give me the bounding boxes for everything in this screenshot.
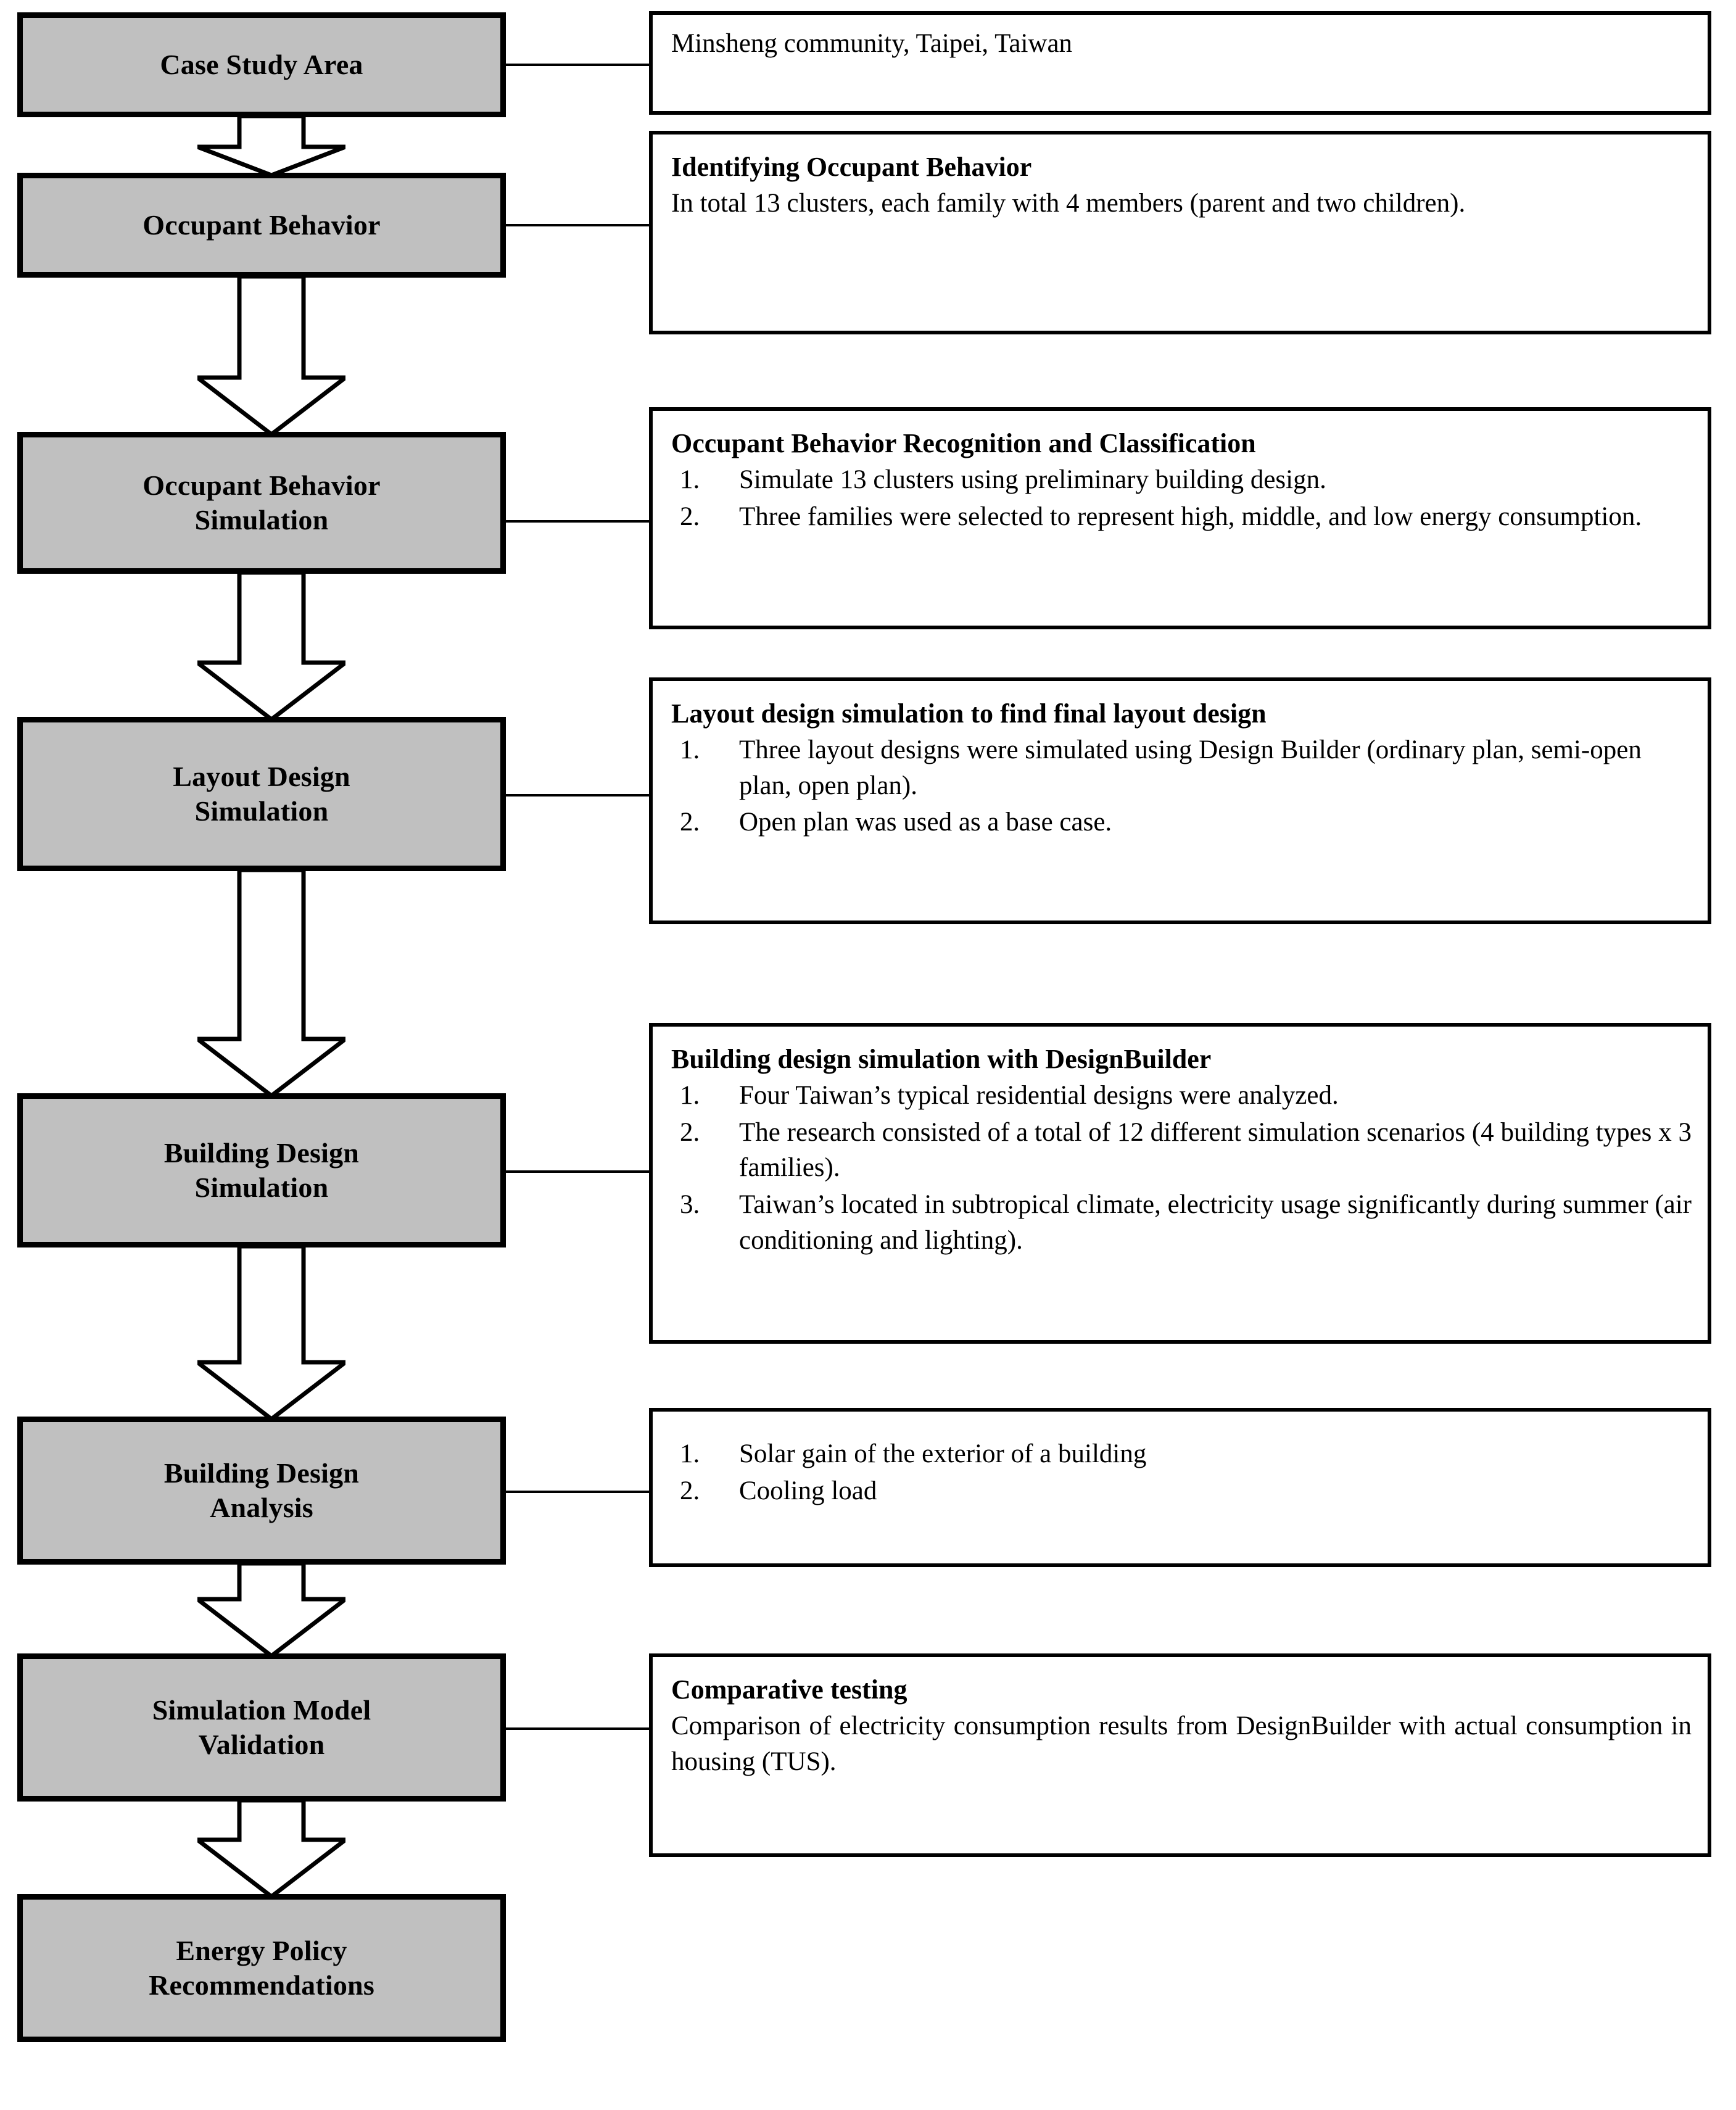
list-item-text: Cooling load: [739, 1476, 877, 1505]
flow-arrow-5: [197, 1246, 345, 1419]
list-item-text: Solar gain of the exterior of a building: [739, 1439, 1147, 1468]
connector-line-3: [506, 520, 653, 523]
flow-arrow-6: [197, 1563, 345, 1656]
detail-title-simulation-model-validation: Comparative testing: [671, 1674, 907, 1705]
detail-list-layout-design-simulation: 1. Three layout designs were simulated u…: [671, 732, 1692, 840]
flow-arrow-3: [197, 573, 345, 719]
list-item-number: 1.: [680, 465, 700, 495]
list-item: 2. Three families were selected to repre…: [671, 499, 1692, 535]
detail-box-layout-design-simulation[interactable]: Layout design simulation to find final l…: [649, 677, 1711, 924]
connector-line-1: [506, 64, 653, 66]
detail-box-case-study-area[interactable]: Minsheng community, Taipei, Taiwan: [649, 11, 1711, 115]
detail-box-simulation-model-validation[interactable]: Comparative testing Comparison of electr…: [649, 1653, 1711, 1857]
list-item-text: The research consisted of a total of 12 …: [739, 1117, 1692, 1183]
detail-title-layout-design-simulation: Layout design simulation to find final l…: [671, 698, 1267, 729]
detail-text-occupant-behavior: In total 13 clusters, each family with 4…: [671, 189, 1466, 218]
process-label-occupant-behavior: Occupant Behavior: [143, 209, 381, 241]
list-item: 2. Open plan was used as a base case.: [671, 805, 1692, 840]
connector-line-5: [506, 1170, 653, 1173]
list-item: 1. Solar gain of the exterior of a build…: [671, 1436, 1692, 1472]
list-item-text: Simulate 13 clusters using preliminary b…: [739, 465, 1326, 495]
list-item-number: 3.: [680, 1190, 700, 1220]
list-item: 2. Cooling load: [671, 1473, 1692, 1509]
list-item-number: 1.: [680, 735, 700, 765]
detail-box-building-design-analysis[interactable]: 1. Solar gain of the exterior of a build…: [649, 1408, 1711, 1567]
list-item-number: 2.: [680, 1476, 700, 1505]
detail-title-occupant-behavior-simulation: Occupant Behavior Recognition and Classi…: [671, 428, 1256, 458]
list-item-number: 1.: [680, 1439, 700, 1468]
connector-line-4: [506, 794, 653, 796]
detail-title-building-design-simulation: Building design simulation with DesignBu…: [671, 1044, 1212, 1074]
detail-box-occupant-behavior-simulation[interactable]: Occupant Behavior Recognition and Classi…: [649, 407, 1711, 629]
list-item-text: Three layout designs were simulated usin…: [739, 735, 1642, 800]
process-box-occupant-behavior[interactable]: Occupant Behavior: [17, 173, 506, 278]
list-item-text: Four Taiwan’s typical residential design…: [739, 1081, 1339, 1111]
detail-box-building-design-simulation[interactable]: Building design simulation with DesignBu…: [649, 1023, 1711, 1344]
list-item-number: 2.: [680, 502, 700, 531]
flow-arrow-4: [197, 870, 345, 1096]
detail-text-case-study-area: Minsheng community, Taipei, Taiwan: [671, 29, 1073, 58]
detail-box-occupant-behavior[interactable]: Identifying Occupant Behavior In total 1…: [649, 131, 1711, 334]
list-item-number: 2.: [680, 808, 700, 837]
list-item-number: 2.: [680, 1117, 700, 1147]
detail-list-occupant-behavior-simulation: 1. Simulate 13 clusters using preliminar…: [671, 462, 1692, 534]
flow-arrow-7: [197, 1800, 345, 1897]
list-item: 2. The research consisted of a total of …: [671, 1115, 1692, 1186]
flow-arrow-2: [197, 276, 345, 434]
list-item: 1. Three layout designs were simulated u…: [671, 732, 1692, 803]
detail-list-building-design-simulation: 1. Four Taiwan’s typical residential des…: [671, 1078, 1692, 1258]
process-label-case-study-area: Case Study Area: [160, 48, 363, 80]
connector-line-7: [506, 1727, 653, 1730]
list-item-text: Open plan was used as a base case.: [739, 808, 1112, 837]
list-item: 1. Four Taiwan’s typical residential des…: [671, 1078, 1692, 1114]
detail-list-building-design-analysis: 1. Solar gain of the exterior of a build…: [671, 1436, 1692, 1508]
connector-line-2: [506, 224, 653, 226]
flow-arrow-1: [197, 116, 345, 175]
list-item: 3. Taiwan’s located in subtropical clima…: [671, 1187, 1692, 1258]
connector-line-6: [506, 1491, 653, 1493]
list-item-text: Taiwan’s located in subtropical climate,…: [739, 1190, 1692, 1255]
list-item-text: Three families were selected to represen…: [739, 502, 1642, 531]
list-item: 1. Simulate 13 clusters using preliminar…: [671, 462, 1692, 498]
process-box-case-study-area[interactable]: Case Study Area: [17, 12, 506, 117]
detail-title-occupant-behavior: Identifying Occupant Behavior: [671, 152, 1032, 182]
detail-text-simulation-model-validation: Comparison of electricity consumption re…: [671, 1711, 1692, 1776]
list-item-number: 1.: [680, 1081, 700, 1111]
